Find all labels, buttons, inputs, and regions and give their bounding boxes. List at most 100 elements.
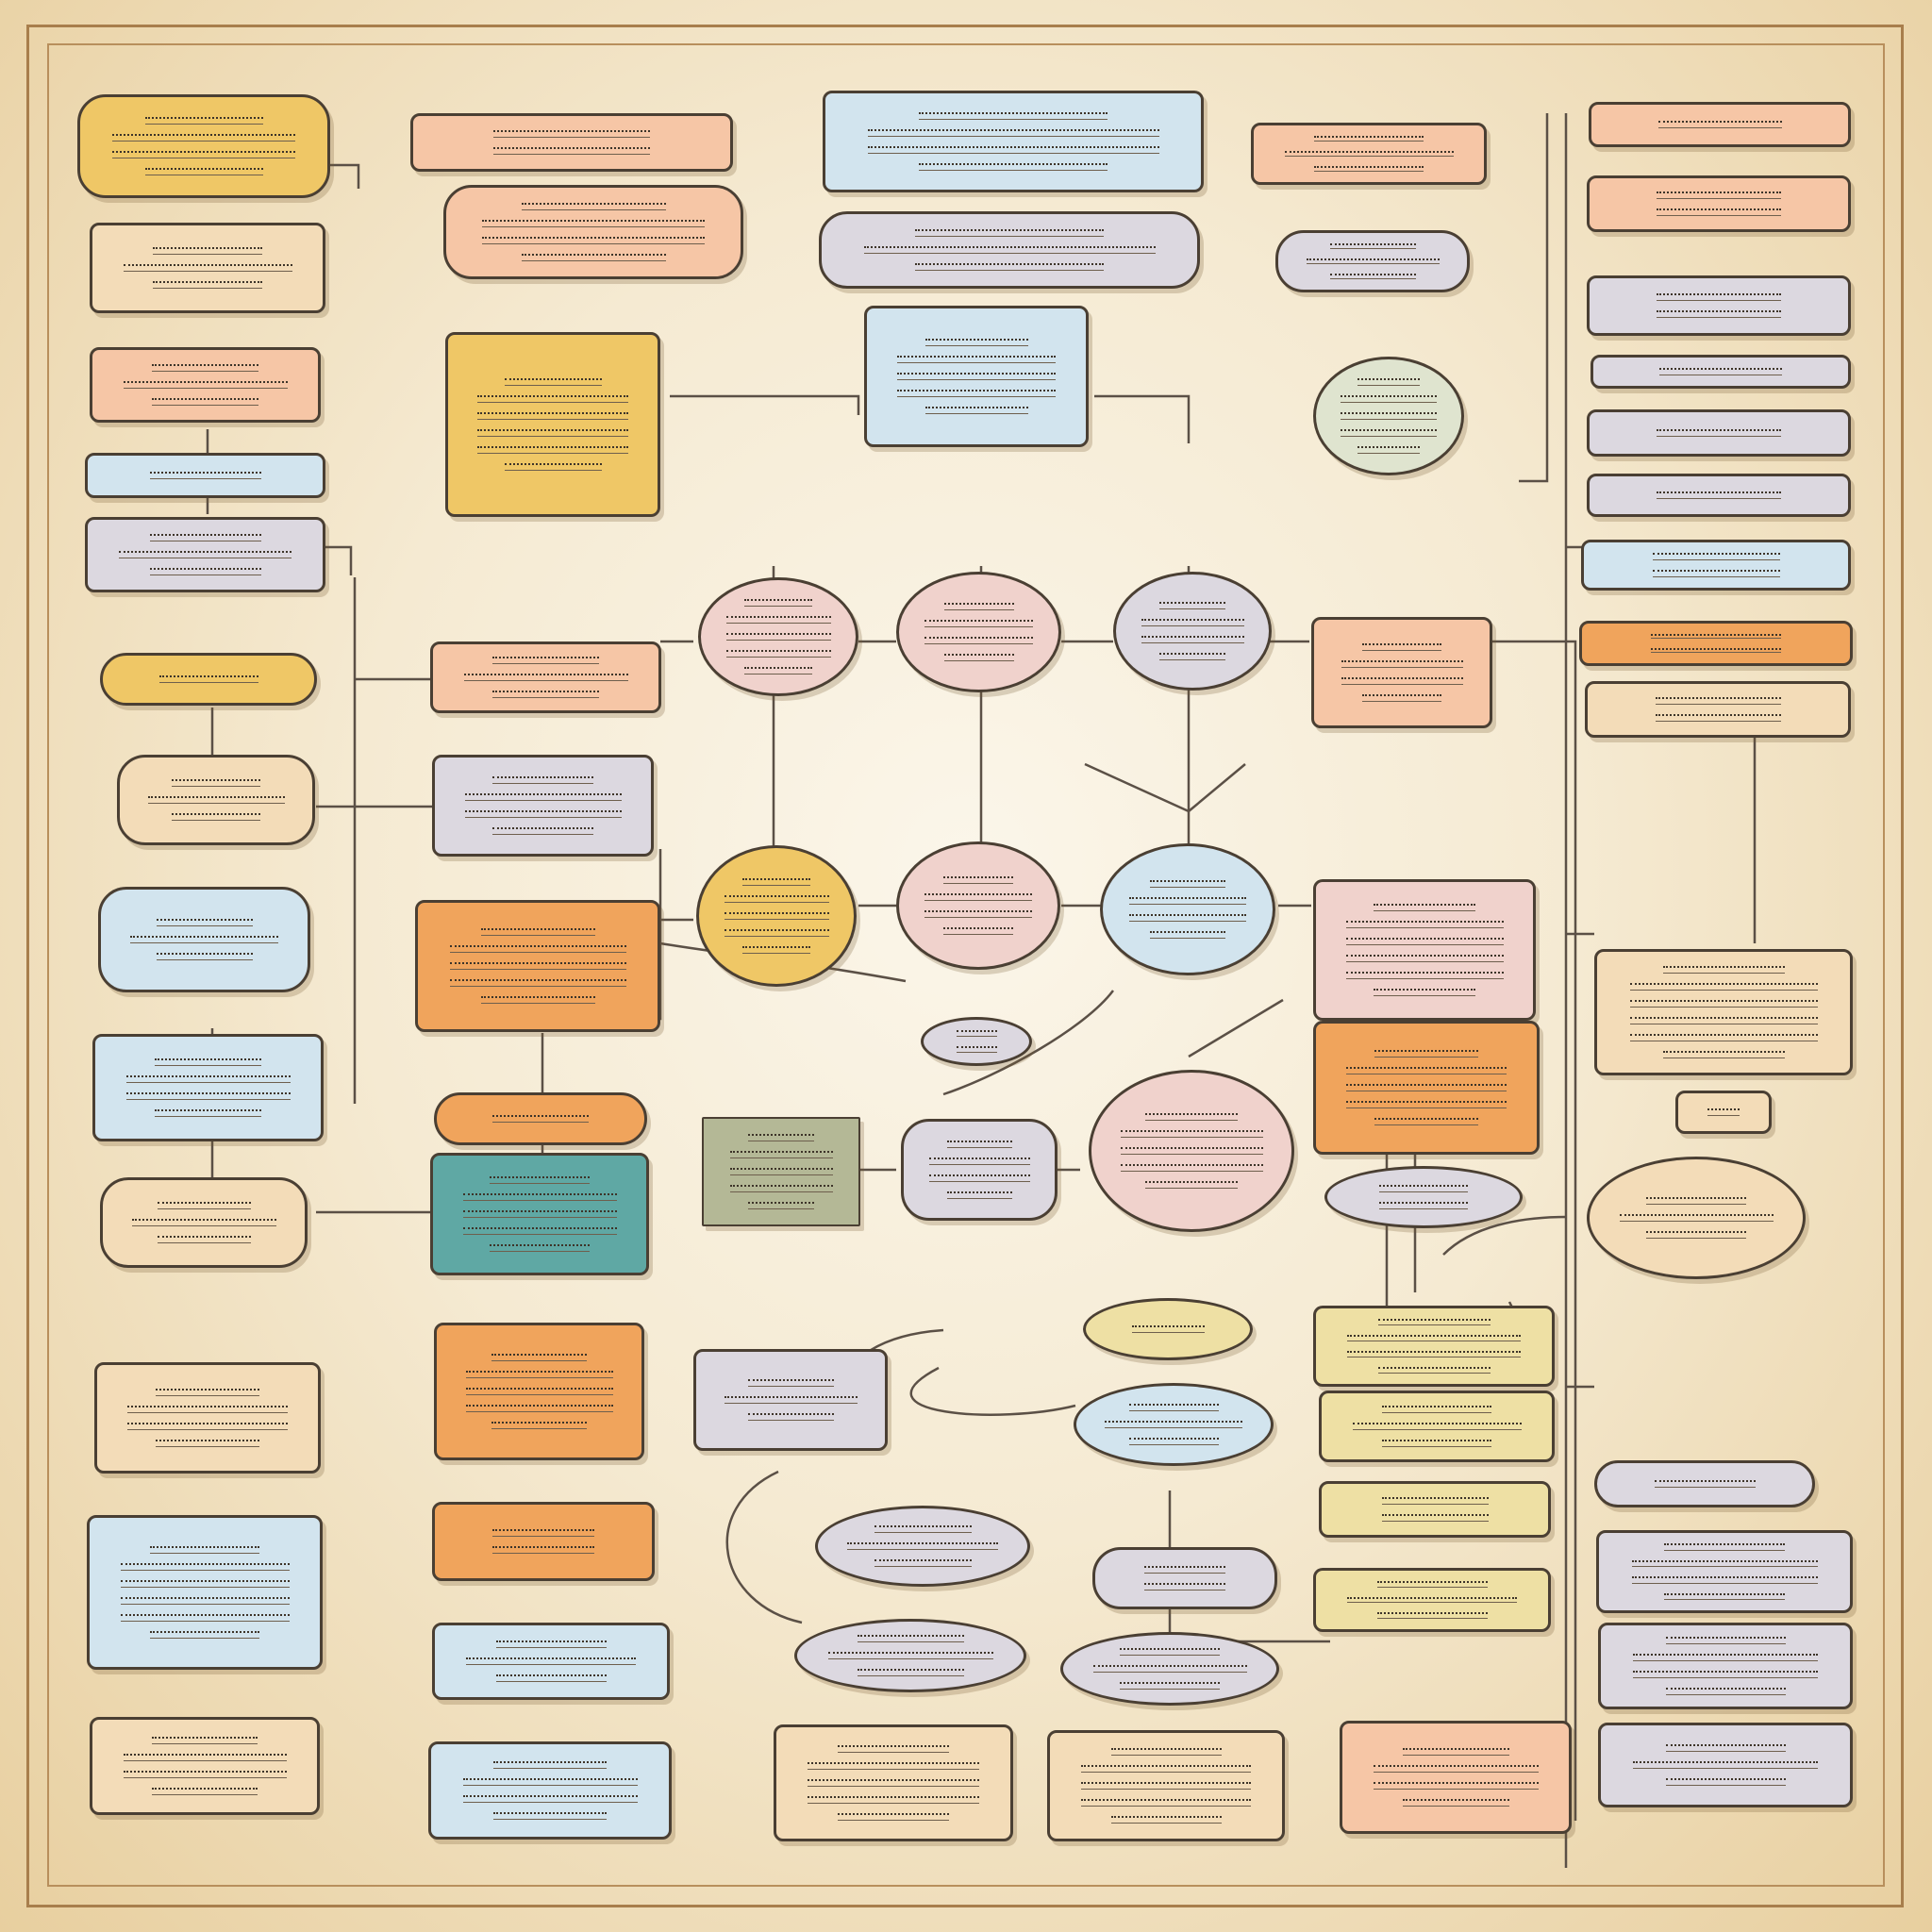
n-peach-right-mid	[1311, 617, 1492, 728]
connector	[942, 990, 1114, 1096]
n-oval-b2	[896, 841, 1060, 970]
illegible-text-line	[120, 1614, 290, 1622]
n-blue-left-4	[85, 453, 325, 498]
n-oval-c3	[1089, 1070, 1294, 1232]
illegible-text-line	[924, 620, 1033, 627]
illegible-text-line	[464, 810, 622, 818]
n-list-7	[1581, 540, 1851, 591]
n-peach-top-1	[410, 113, 733, 172]
illegible-text-line	[492, 657, 599, 664]
illegible-text-line	[464, 793, 622, 801]
illegible-text-line	[867, 129, 1159, 137]
illegible-text-line	[492, 1546, 594, 1554]
n-blue-left-9	[92, 1034, 324, 1141]
n-cream-left-10	[100, 1177, 308, 1268]
illegible-text-line	[1347, 1351, 1521, 1357]
illegible-text-line	[157, 1236, 251, 1243]
illegible-text-line	[1652, 570, 1780, 577]
illegible-text-line	[1131, 1325, 1205, 1333]
illegible-text-line	[808, 1762, 979, 1770]
n-small-lozenge	[921, 1017, 1032, 1066]
illegible-text-line	[1346, 1067, 1507, 1074]
illegible-text-line	[1646, 1197, 1746, 1205]
illegible-text-line	[1651, 648, 1781, 653]
illegible-text-line	[1631, 1559, 1818, 1567]
illegible-text-line	[1631, 1576, 1818, 1584]
illegible-text-line	[156, 1389, 259, 1396]
illegible-text-line	[1345, 955, 1504, 962]
illegible-text-line	[462, 1193, 617, 1201]
illegible-text-line	[462, 1227, 617, 1235]
illegible-text-line	[1345, 938, 1504, 945]
illegible-text-line	[1379, 1202, 1468, 1209]
illegible-text-line	[1346, 1084, 1507, 1091]
n-list-9	[1585, 681, 1851, 738]
illegible-text-line	[897, 390, 1056, 397]
illegible-text-line	[123, 381, 288, 389]
illegible-text-line	[943, 654, 1014, 661]
illegible-text-line	[521, 254, 666, 261]
illegible-text-line	[156, 953, 253, 960]
illegible-text-line	[493, 130, 650, 138]
n-orange-pill	[434, 1092, 647, 1145]
illegible-text-line	[928, 1174, 1030, 1182]
illegible-text-line	[742, 878, 810, 886]
illegible-text-line	[480, 928, 595, 936]
illegible-text-line	[1141, 636, 1244, 643]
illegible-text-line	[1110, 1748, 1222, 1756]
illegible-text-line	[463, 674, 628, 681]
illegible-text-line	[144, 117, 263, 125]
illegible-text-line	[1341, 660, 1463, 668]
illegible-text-line	[915, 263, 1104, 271]
illegible-text-line	[748, 1202, 814, 1209]
illegible-text-line	[724, 929, 829, 937]
illegible-text-line	[465, 1371, 613, 1378]
illegible-text-line	[1347, 1335, 1521, 1341]
n-orange-right-mid	[1313, 1021, 1540, 1155]
illegible-text-line	[490, 1176, 590, 1184]
illegible-text-line	[1651, 634, 1781, 639]
connector	[725, 1470, 803, 1624]
illegible-text-line	[1352, 1423, 1522, 1430]
illegible-text-line	[924, 407, 1028, 414]
illegible-text-line	[1081, 1765, 1251, 1773]
illegible-text-line	[1657, 429, 1781, 437]
illegible-text-line	[1646, 1231, 1746, 1239]
illegible-text-line	[857, 1669, 964, 1676]
illegible-text-line	[149, 534, 261, 541]
n-list-12	[1594, 1460, 1815, 1507]
illegible-text-line	[928, 1158, 1030, 1165]
illegible-text-line	[1357, 446, 1420, 454]
illegible-text-line	[1633, 1671, 1818, 1678]
illegible-text-line	[1373, 1782, 1539, 1790]
illegible-text-line	[919, 163, 1108, 171]
illegible-text-line	[1341, 395, 1437, 403]
illegible-text-line	[152, 1788, 258, 1795]
illegible-text-line	[1314, 166, 1424, 172]
illegible-text-line	[1376, 1612, 1488, 1620]
illegible-text-line	[1374, 989, 1475, 996]
n-peach-left-3	[90, 347, 321, 423]
illegible-text-line	[492, 776, 593, 784]
illegible-text-line	[462, 1778, 638, 1786]
illegible-text-line	[153, 247, 262, 255]
illegible-text-line	[120, 1580, 290, 1588]
illegible-text-line	[1306, 258, 1440, 264]
n-oval-a1	[698, 577, 858, 696]
n-lavender-left-5	[85, 517, 325, 592]
illegible-text-line	[119, 551, 291, 558]
n-yellow-stack	[445, 332, 660, 517]
illegible-text-line	[729, 1185, 833, 1192]
illegible-text-line	[1629, 1017, 1818, 1024]
illegible-text-line	[863, 246, 1156, 254]
n-blue-top-center	[823, 91, 1204, 192]
illegible-text-line	[946, 1191, 1012, 1199]
illegible-text-line	[724, 895, 829, 903]
illegible-text-line	[152, 364, 258, 372]
illegible-text-line	[144, 168, 263, 175]
illegible-text-line	[924, 637, 1033, 644]
n-yellow-right-3	[1319, 1481, 1551, 1538]
illegible-text-line	[1655, 697, 1781, 705]
illegible-text-line	[153, 281, 262, 289]
illegible-text-line	[1120, 1130, 1263, 1138]
